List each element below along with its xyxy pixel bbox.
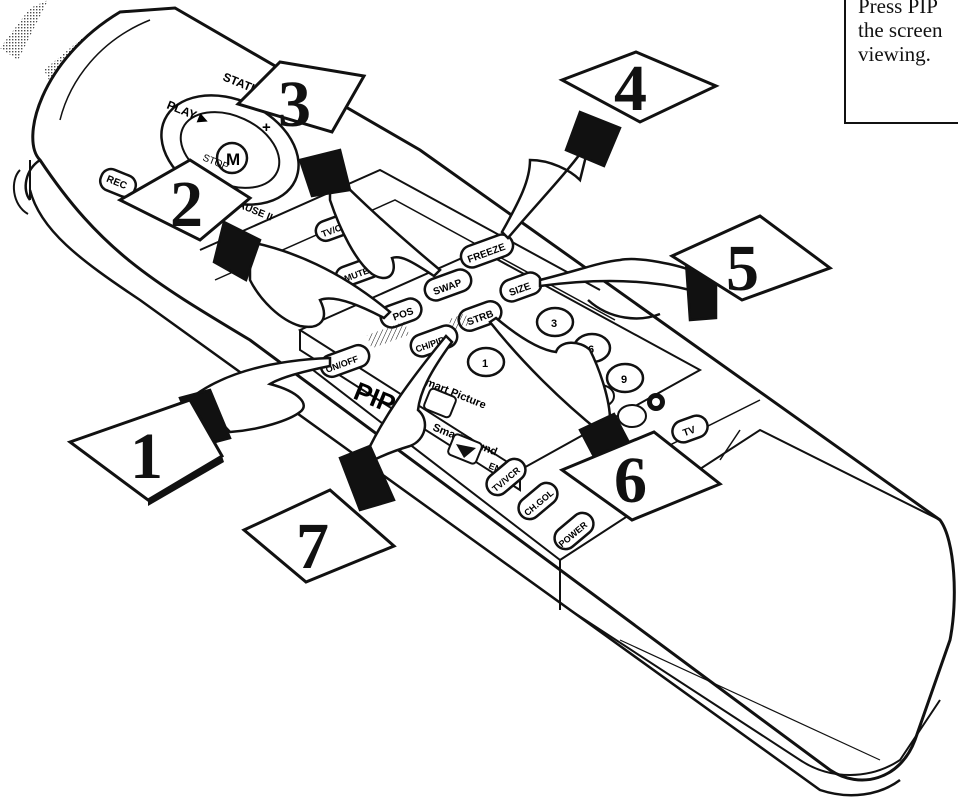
callout-number-6: 6 xyxy=(614,444,647,517)
note-line-2: the screen xyxy=(858,18,958,42)
key-9-label: 9 xyxy=(621,374,627,386)
callout-number-2: 2 xyxy=(170,168,203,241)
hand-4 xyxy=(502,112,620,238)
note-line-1: Press PIP xyxy=(858,0,958,18)
note-line-3: viewing. xyxy=(858,42,958,66)
plus-label: + xyxy=(262,119,271,136)
callout-number-1: 1 xyxy=(130,420,163,493)
callout-number-3: 3 xyxy=(278,68,311,141)
callout-number-5: 5 xyxy=(726,232,759,305)
instruction-note: Press PIP the screen viewing. xyxy=(844,0,958,124)
callout-number-4: 4 xyxy=(614,52,647,125)
key-1-label: 1 xyxy=(482,358,488,370)
key-3-label: 3 xyxy=(551,318,557,330)
key-blank-b[interactable] xyxy=(618,405,646,427)
callout-number-7: 7 xyxy=(296,510,329,583)
